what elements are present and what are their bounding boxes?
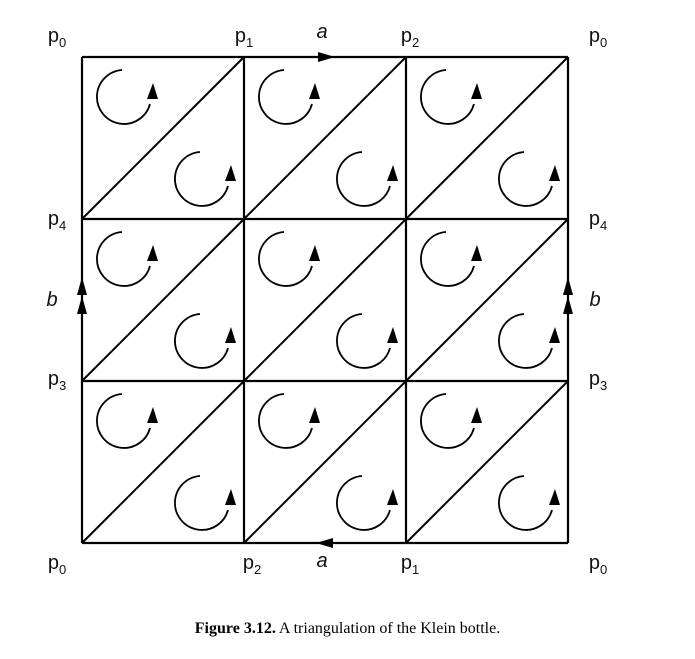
orientation-arrowhead-icon	[147, 245, 158, 261]
label-subscript: 2	[254, 562, 261, 577]
triangle-diagonal	[81, 380, 245, 544]
label-symbol: p	[243, 552, 254, 574]
bottom-vertex-label: p0	[48, 552, 66, 577]
edge-a-bottom-arrow-icon	[316, 538, 333, 548]
triangle-diagonal	[405, 56, 569, 220]
bottom-vertex-label: p0	[589, 552, 607, 577]
orientation-arrowhead-icon	[225, 165, 236, 181]
left-vertex-label: b	[46, 289, 57, 311]
orientation-arrowhead-icon	[147, 407, 158, 423]
orientation-arc-icon	[498, 151, 553, 207]
orientation-arc-icon	[174, 475, 229, 531]
label-subscript: 0	[59, 562, 66, 577]
triangle-diagonal	[243, 56, 407, 220]
label-subscript: 4	[600, 218, 607, 233]
bottom-vertex-label: a	[316, 550, 327, 572]
orientation-arc-icon	[420, 393, 475, 449]
label-symbol: p	[589, 552, 600, 574]
triangle-diagonal	[243, 218, 407, 382]
triangle-diagonal	[243, 380, 407, 544]
orientation-arrowhead-icon	[147, 83, 158, 99]
triangle-diagonal	[81, 218, 245, 382]
edge-b-arrow-icon	[563, 277, 573, 295]
label-symbol: p	[48, 208, 59, 230]
left-vertex-label: p4	[48, 208, 66, 233]
orientation-arc-icon	[96, 69, 151, 125]
label-symbol: p	[48, 552, 59, 574]
orientation-arc-icon	[258, 231, 313, 287]
orientation-arrowhead-icon	[471, 83, 482, 99]
label-symbol: p	[589, 208, 600, 230]
figure-caption: Figure 3.12. A triangulation of the Klei…	[0, 620, 695, 638]
label-symbol: p	[48, 25, 59, 47]
orientation-arrowhead-icon	[309, 245, 320, 261]
top-vertex-label: p1	[235, 25, 253, 50]
edge-b-arrow-icon	[563, 296, 573, 314]
top-vertex-label: p0	[589, 25, 607, 50]
label-symbol: b	[589, 289, 600, 311]
triangle-diagonal	[81, 56, 245, 220]
triangle-diagonal	[405, 218, 569, 382]
bottom-vertex-label: p1	[401, 552, 419, 577]
right-vertex-label: p3	[589, 368, 607, 393]
edge-a-top-arrow-icon	[318, 52, 335, 62]
right-vertex-label: p4	[589, 208, 607, 233]
label-symbol: p	[589, 25, 600, 47]
right-vertex-label: b	[589, 289, 600, 311]
orientation-arc-icon	[498, 475, 553, 531]
label-subscript: 1	[412, 562, 419, 577]
orientation-arrowhead-icon	[549, 489, 560, 505]
orientation-arc-icon	[420, 231, 475, 287]
label-subscript: 2	[412, 35, 419, 50]
label-symbol: p	[401, 25, 412, 47]
orientation-arrowhead-icon	[387, 327, 398, 343]
label-symbol: p	[589, 368, 600, 390]
orientation-arrowhead-icon	[309, 407, 320, 423]
label-symbol: p	[48, 368, 59, 390]
orientation-arc-icon	[96, 393, 151, 449]
orientation-arc-icon	[336, 475, 391, 531]
orientation-arrowhead-icon	[387, 489, 398, 505]
orientation-arrowhead-icon	[387, 165, 398, 181]
left-vertex-label: p3	[48, 368, 66, 393]
label-subscript: 0	[600, 35, 607, 50]
triangle-diagonal	[405, 380, 569, 544]
caption-text: A triangulation of the Klein bottle.	[275, 620, 501, 637]
orientation-arc-icon	[258, 393, 313, 449]
edge-b-arrow-icon	[77, 296, 87, 314]
label-subscript: 3	[59, 378, 66, 393]
label-subscript: 0	[59, 35, 66, 50]
orientation-arc-icon	[420, 69, 475, 125]
orientation-arc-icon	[174, 151, 229, 207]
orientation-arc-icon	[96, 231, 151, 287]
label-subscript: 1	[246, 35, 253, 50]
orientation-arc-icon	[336, 151, 391, 207]
orientation-arc-icon	[174, 313, 229, 369]
orientation-arrowhead-icon	[225, 327, 236, 343]
orientation-arc-icon	[258, 69, 313, 125]
label-symbol: p	[401, 552, 412, 574]
orientation-arc-icon	[336, 313, 391, 369]
top-vertex-label: p0	[48, 25, 66, 50]
orientation-arrowhead-icon	[471, 407, 482, 423]
label-symbol: p	[235, 25, 246, 47]
orientation-arrowhead-icon	[309, 83, 320, 99]
top-vertex-label: p2	[401, 25, 419, 50]
orientation-arrowhead-icon	[549, 165, 560, 181]
label-subscript: 4	[59, 218, 66, 233]
orientation-arrowhead-icon	[549, 327, 560, 343]
label-symbol: a	[316, 550, 327, 572]
caption-figure-number: Figure 3.12.	[194, 620, 276, 637]
edge-b-arrow-icon	[77, 277, 87, 295]
orientation-arc-icon	[498, 313, 553, 369]
orientation-arrowhead-icon	[471, 245, 482, 261]
label-subscript: 0	[600, 562, 607, 577]
label-symbol: b	[46, 289, 57, 311]
orientation-arrowhead-icon	[225, 489, 236, 505]
bottom-vertex-label: p2	[243, 552, 261, 577]
label-subscript: 3	[600, 378, 607, 393]
label-symbol: a	[316, 21, 327, 43]
top-vertex-label: a	[316, 21, 327, 43]
